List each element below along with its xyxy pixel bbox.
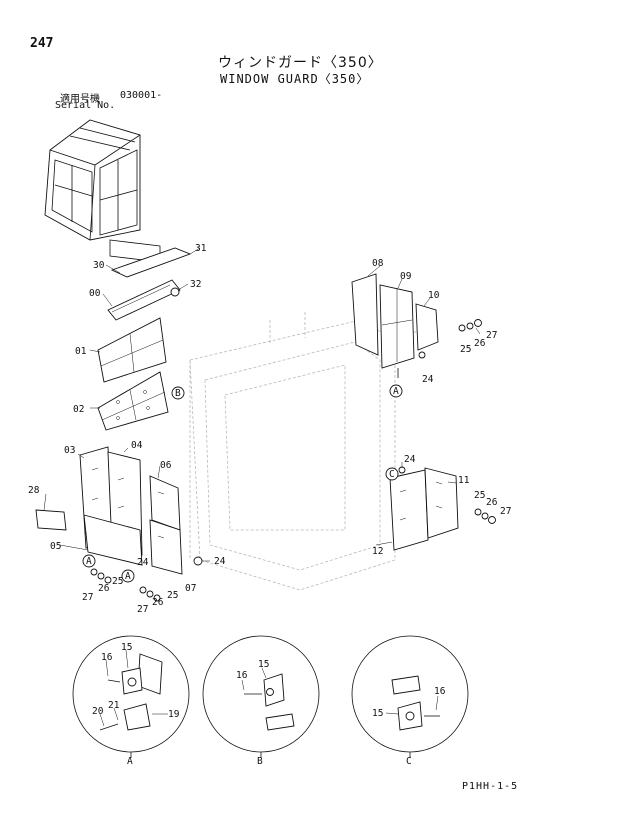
bolt-32 (170, 287, 180, 297)
svg-text:A: A (127, 756, 133, 767)
door-panel-group (389, 466, 496, 551)
panel-02 (97, 371, 169, 431)
panel-01 (97, 317, 167, 383)
detail-view-a: 16 15 19 20 21 A (72, 635, 190, 767)
svg-text:26: 26 (486, 497, 498, 508)
svg-text:C: C (389, 469, 395, 480)
panel-07 (149, 519, 183, 575)
svg-text:A: A (86, 556, 92, 567)
svg-text:25: 25 (460, 344, 471, 355)
svg-text:04: 04 (131, 440, 143, 451)
svg-text:32: 32 (190, 279, 201, 290)
panel-30 (110, 247, 192, 278)
callout-a-middle: A (121, 569, 135, 583)
svg-text:08: 08 (372, 258, 384, 269)
footer-code: P1HH-1-5 (462, 781, 519, 792)
svg-text:05: 05 (50, 541, 61, 552)
svg-text:27: 27 (486, 330, 497, 341)
svg-text:12: 12 (372, 546, 383, 557)
page-title-jp: ウィンドガード〈350〉 (218, 55, 383, 71)
page-number: 247 (30, 36, 54, 51)
svg-text:02: 02 (73, 404, 84, 415)
svg-text:20: 20 (92, 706, 104, 717)
svg-text:25: 25 (112, 576, 123, 587)
sheet-28 (35, 509, 67, 531)
front-panel-group (97, 247, 192, 431)
svg-text:26: 26 (474, 338, 486, 349)
svg-text:24: 24 (422, 374, 434, 385)
side-panel-group-left (35, 446, 203, 602)
serial-value: 030001- (120, 90, 163, 101)
svg-text:09: 09 (400, 271, 412, 282)
svg-text:27: 27 (82, 592, 93, 603)
svg-text:15: 15 (372, 708, 383, 719)
panel-12 (389, 469, 429, 551)
rear-panel-group (351, 273, 482, 378)
svg-text:16: 16 (236, 670, 248, 681)
svg-text:B: B (257, 756, 263, 767)
svg-text:11: 11 (458, 475, 470, 486)
svg-text:27: 27 (500, 506, 511, 517)
svg-text:19: 19 (168, 709, 180, 720)
svg-text:16: 16 (101, 652, 113, 663)
panel-05 (83, 514, 143, 566)
svg-text:16: 16 (434, 686, 446, 697)
panel-10 (415, 303, 439, 351)
svg-text:31: 31 (195, 243, 207, 254)
svg-text:15: 15 (121, 642, 132, 653)
svg-text:25: 25 (167, 590, 178, 601)
svg-text:28: 28 (28, 485, 40, 496)
panel-00 (107, 279, 181, 321)
svg-text:24: 24 (404, 454, 416, 465)
leader-lines (43, 247, 481, 562)
serial-label-en: Serial No. (55, 100, 116, 111)
svg-text:10: 10 (428, 290, 440, 301)
svg-text:00: 00 (89, 288, 101, 299)
svg-text:26: 26 (98, 583, 110, 594)
serial-label-jp: 適用号機 (60, 94, 100, 105)
svg-text:06: 06 (160, 460, 172, 471)
svg-text:01: 01 (75, 346, 87, 357)
cab-overview-drawing (44, 119, 161, 263)
callout-a-right: A (389, 384, 403, 398)
svg-text:30: 30 (93, 260, 105, 271)
svg-text:26: 26 (152, 597, 164, 608)
bolt-24 (193, 556, 203, 566)
svg-text:24: 24 (214, 556, 226, 567)
svg-text:A: A (125, 571, 131, 582)
part-number-labels: 31 30 32 00 01 02 03 04 06 28 05 24 24 2… (28, 243, 511, 615)
svg-text:24: 24 (137, 557, 149, 568)
svg-text:21: 21 (108, 700, 120, 711)
svg-text:C: C (406, 756, 412, 767)
panel-11 (424, 467, 459, 539)
svg-text:A: A (393, 386, 399, 397)
page-title-en: WINDOW GUARD〈350〉 (220, 72, 370, 86)
detail-view-b: 16 15 B (202, 635, 320, 767)
cab-ghost-outline (189, 312, 421, 591)
svg-text:03: 03 (64, 445, 75, 456)
callout-c: C (385, 467, 399, 481)
svg-text:27: 27 (137, 604, 148, 615)
callout-b: B (171, 386, 185, 400)
detail-view-c: 15 16 C (351, 635, 469, 767)
svg-text:07: 07 (185, 583, 196, 594)
callout-a-left: A (82, 554, 96, 568)
panel-08 (351, 273, 379, 356)
svg-text:15: 15 (258, 659, 269, 670)
svg-text:25: 25 (474, 490, 485, 501)
svg-text:B: B (175, 388, 181, 399)
